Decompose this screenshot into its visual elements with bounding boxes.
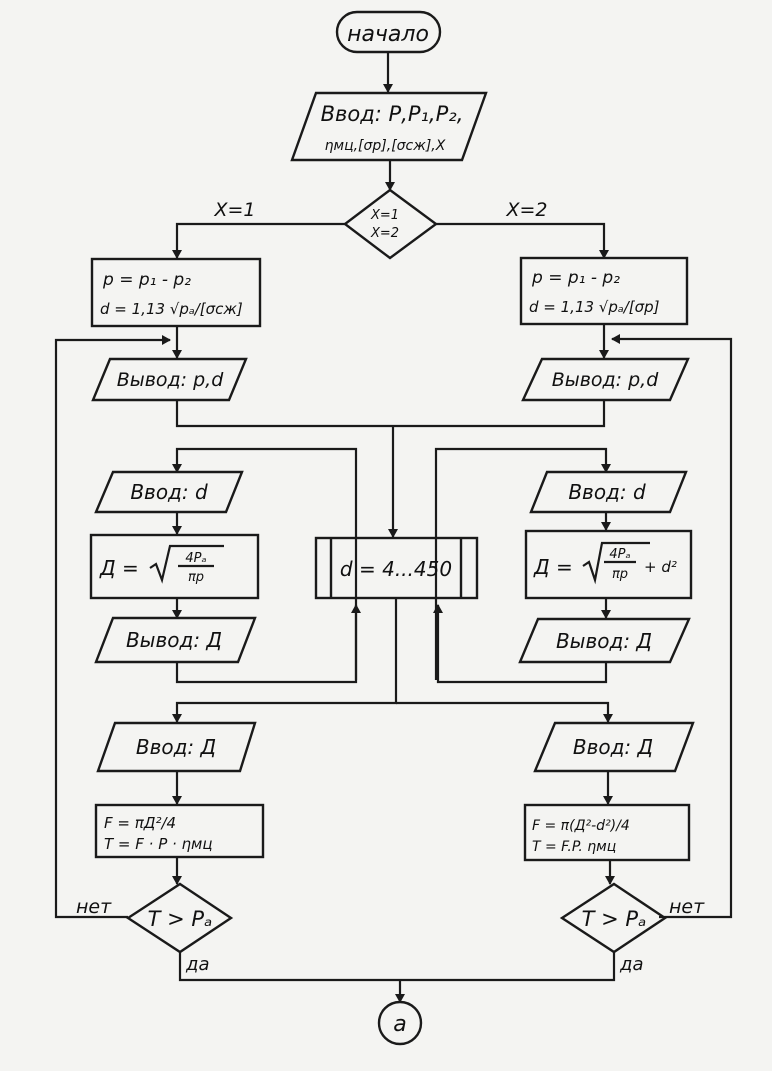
input-d-right: [529, 470, 688, 514]
calc-block-right: [519, 256, 689, 326]
no-left-label: нет: [76, 896, 112, 918]
no-right-label: нет: [669, 896, 705, 918]
calc-right-line2: d = 1,13 √pₐ/[σp]: [529, 298, 660, 316]
output-D-left-label: Вывод: Д: [126, 628, 222, 652]
calc-D-right-prefix: Д =: [533, 555, 573, 579]
connector-lines: [54, 52, 733, 1003]
input-d-right-label: Ввод: d: [568, 480, 646, 504]
sqrt-left-icon: [149, 544, 224, 584]
calc-D-left-den: πp: [188, 570, 204, 585]
input-D-left: [96, 721, 257, 773]
calc-FT-right: [523, 803, 691, 862]
loop-label: d = 4...450: [340, 557, 452, 581]
condition-right-label: T > Pₐ: [582, 907, 647, 931]
main-input-block: [290, 91, 488, 162]
yes-left-label: да: [185, 954, 209, 975]
output-pd-right: [521, 357, 690, 402]
output-pd-left-label: Вывод: p,d: [117, 369, 225, 391]
calc-right-line1: p = p₁ - p₂: [531, 268, 620, 288]
calc-FT-left: [94, 803, 265, 859]
calc-D-right-suffix: + d²: [644, 558, 677, 576]
output-D-right-label: Вывод: Д: [556, 629, 652, 653]
calc-FT-right-line2: T = F.P. ηмц: [532, 839, 616, 855]
calc-FT-left-line1: F = πД²/4: [104, 814, 176, 832]
calc-left-line1: p = p₁ - p₂: [102, 270, 191, 290]
calc-D-left-num: 4Pₐ: [185, 551, 206, 566]
input-d-left-label: Ввод: d: [130, 480, 208, 504]
input-D-right-label: Ввод: Д: [573, 735, 653, 759]
decision-x-line2: X=2: [370, 226, 399, 241]
main-input-line1: Ввод: Р,Р₁,Р₂,: [321, 102, 464, 126]
loop-block: [314, 536, 479, 600]
input-D-left-label: Ввод: Д: [136, 735, 216, 759]
output-pd-right-label: Вывод: p,d: [552, 369, 660, 391]
branch-right-label: X=2: [505, 199, 547, 221]
input-D-right: [533, 721, 695, 773]
decision-x: [343, 188, 439, 260]
output-pd-left: [91, 357, 248, 402]
condition-left: [125, 882, 234, 954]
start-terminator: [335, 10, 442, 54]
condition-right: [559, 882, 668, 954]
output-D-right: [518, 617, 691, 664]
start-label: начало: [347, 22, 429, 47]
input-d-left: [94, 470, 244, 514]
page-connector: [377, 1000, 423, 1046]
calc-D-right: [524, 529, 693, 600]
calc-D-right-den: πp: [612, 567, 628, 582]
condition-left-label: T > Pₐ: [148, 907, 213, 931]
calc-left-line2: d = 1,13 √pₐ/[σсж]: [100, 300, 243, 318]
calc-D-left: [89, 533, 260, 600]
output-D-left: [94, 616, 257, 664]
calc-D-right-num: 4Pₐ: [609, 547, 630, 562]
calc-block-left: [90, 257, 262, 328]
yes-right-label: да: [619, 954, 643, 975]
decision-x-line1: X=1: [370, 208, 399, 223]
sqrt-right-icon: [582, 541, 650, 585]
calc-FT-right-line1: F = π(Д²-d²)/4: [532, 818, 630, 834]
main-input-line2: ηмц,[σр],[σсж],X: [325, 138, 446, 154]
calc-D-left-prefix: Д =: [99, 556, 139, 580]
connector-label: a: [393, 1012, 406, 1037]
branch-left-label: X=1: [213, 199, 255, 221]
calc-FT-left-line2: T = F · P · ηмц: [104, 835, 213, 853]
